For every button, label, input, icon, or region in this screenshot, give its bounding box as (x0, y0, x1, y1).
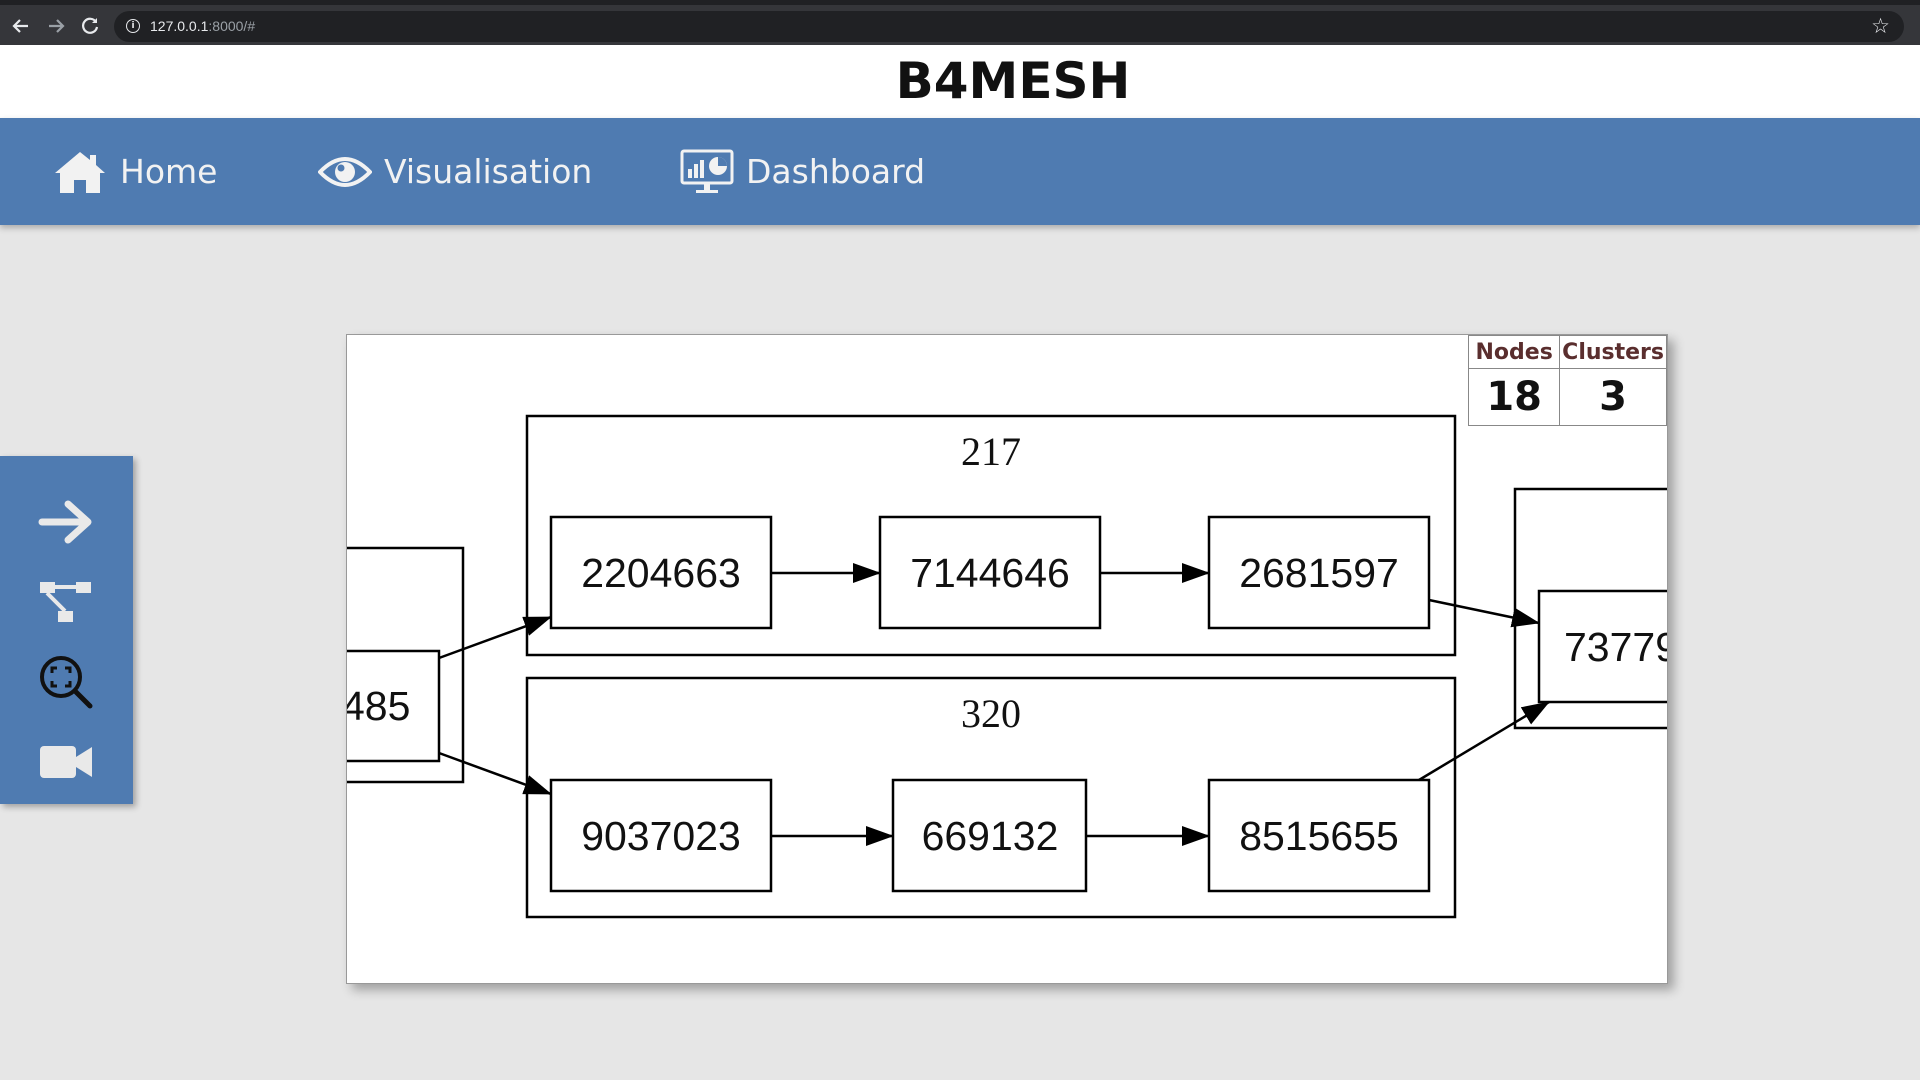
graph-node-label: 2681597 (1239, 550, 1399, 596)
site-info-icon[interactable]: i (126, 19, 140, 33)
graph-node-label: 7144646 (910, 550, 1070, 596)
graph-edge (1418, 700, 1550, 782)
url-text: 127.0.0.1:8000/# (150, 18, 256, 34)
video-camera-icon (40, 746, 92, 778)
graph-node-label: 73779 (1564, 624, 1668, 670)
nodes-count: 18 (1468, 368, 1561, 426)
clusters-header: Clusters (1559, 335, 1667, 369)
reload-icon[interactable] (79, 15, 101, 37)
nav-home-label: Home (120, 152, 218, 191)
eye-icon (318, 156, 372, 187)
graph-node-label: 8515655 (1239, 813, 1399, 859)
graph-svg[interactable]: 485 217 2204663 7144646 2681597 320 9037… (347, 335, 1668, 984)
layout-tree-button[interactable] (34, 570, 98, 634)
zoom-fit-icon (40, 656, 93, 709)
graph-node[interactable] (1537, 589, 1668, 704)
page-header: B4MESH (0, 45, 1920, 118)
cluster-box (525, 414, 1457, 657)
graph-edge (438, 751, 552, 796)
arrow-right-button[interactable] (34, 490, 98, 554)
bookmark-star-icon[interactable]: ☆ (1871, 14, 1890, 38)
graph-tools-toolbar (0, 456, 133, 804)
home-icon (55, 151, 105, 193)
back-arrow-icon[interactable] (10, 15, 32, 37)
graph-canvas[interactable]: 485 217 2204663 7144646 2681597 320 9037… (346, 334, 1668, 984)
nav-visualisation[interactable]: Visualisation (318, 118, 592, 225)
graph-node[interactable] (347, 649, 441, 763)
arrow-right-icon (38, 500, 92, 544)
clusters-count: 3 (1559, 368, 1667, 426)
graph-node-label: 2204663 (581, 550, 741, 596)
nav-dashboard-label: Dashboard (746, 152, 926, 191)
cluster-box (525, 676, 1457, 919)
left-cluster-box (347, 546, 465, 784)
zoom-fit-button[interactable] (34, 650, 98, 714)
graph-edge (1428, 598, 1540, 628)
record-video-button[interactable] (34, 730, 98, 794)
main-navbar: Home Visualisation Dashboard (0, 118, 1920, 225)
graph-node-label: 9037023 (581, 813, 741, 859)
cluster-label: 217 (961, 429, 1021, 474)
graph-node-label: 485 (347, 683, 410, 729)
graph-node-label: 669132 (922, 813, 1059, 859)
dashboard-monitor-icon (680, 149, 734, 193)
graph-stats-table: Nodes Clusters 18 3 (1468, 335, 1667, 426)
cluster-label: 320 (961, 691, 1021, 736)
browser-toolbar: i 127.0.0.1:8000/# ☆ (0, 0, 1920, 45)
address-bar[interactable]: i 127.0.0.1:8000/# ☆ (114, 11, 1904, 42)
tree-structure-icon (40, 582, 91, 622)
page-title: B4MESH (895, 52, 1131, 110)
nav-home[interactable]: Home (52, 118, 217, 225)
nodes-header: Nodes (1468, 335, 1561, 369)
nav-dashboard[interactable]: Dashboard (680, 118, 925, 225)
nav-visualisation-label: Visualisation (384, 152, 593, 191)
forward-arrow-icon[interactable] (45, 15, 67, 37)
graph-edge (438, 615, 552, 660)
